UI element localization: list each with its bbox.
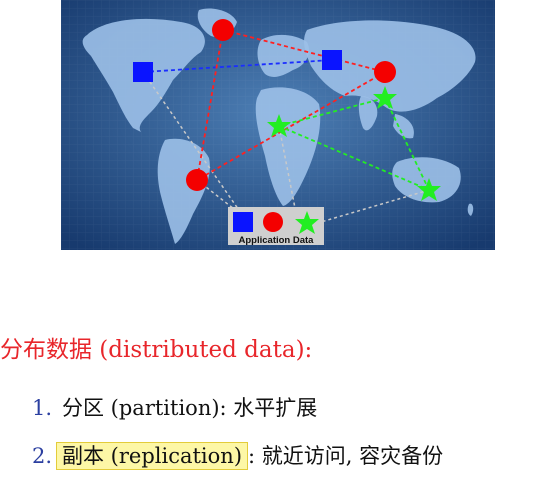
item-description: : 就近访问, 容灾备份 bbox=[248, 444, 444, 468]
europe bbox=[257, 34, 310, 77]
box-red-circle bbox=[263, 212, 283, 232]
southeast-asia bbox=[393, 114, 414, 139]
item-description: : 水平扩展 bbox=[219, 396, 318, 420]
box-green-star bbox=[295, 211, 319, 234]
red-links bbox=[196, 29, 386, 181]
blue-square-marker bbox=[133, 62, 153, 82]
green-star-marker bbox=[417, 178, 441, 201]
box-blue-square bbox=[233, 212, 253, 232]
gray-link-line bbox=[278, 125, 296, 209]
green-star-marker bbox=[373, 86, 397, 109]
green-star-marker bbox=[267, 114, 291, 137]
gray-link-line bbox=[142, 71, 244, 217]
world-map-figure: Application Data bbox=[61, 0, 495, 250]
item-number: 2. bbox=[31, 444, 52, 468]
item-number: 1. bbox=[31, 396, 52, 420]
australia bbox=[392, 157, 461, 203]
blue-link-line bbox=[142, 59, 333, 73]
heading: 分布数据 (distributed data): bbox=[0, 337, 313, 363]
item-term: 分区 (partition) bbox=[62, 396, 220, 420]
red-link-line bbox=[196, 71, 386, 181]
list-item: 2.副本 (replication): 就近访问, 容灾备份 bbox=[0, 436, 443, 476]
red-link-line bbox=[196, 29, 224, 181]
green-link-line bbox=[278, 125, 430, 191]
blue-square-marker bbox=[322, 50, 342, 70]
gray-link-line bbox=[320, 189, 430, 223]
green-links bbox=[278, 97, 430, 191]
red-circle-marker bbox=[212, 19, 234, 41]
green-link-line bbox=[278, 97, 386, 127]
world-map: Application Data bbox=[61, 0, 495, 250]
green-link-line bbox=[384, 97, 430, 191]
south-america bbox=[157, 138, 210, 244]
africa bbox=[255, 87, 321, 206]
red-circle-marker bbox=[186, 169, 208, 191]
list-item: 1. 分区 (partition): 水平扩展 bbox=[0, 388, 317, 428]
new-zealand bbox=[467, 203, 474, 216]
application-data-label: Application Data bbox=[239, 235, 315, 246]
red-circle-marker bbox=[374, 61, 396, 83]
highlighted-term: 副本 (replication) bbox=[56, 442, 249, 470]
